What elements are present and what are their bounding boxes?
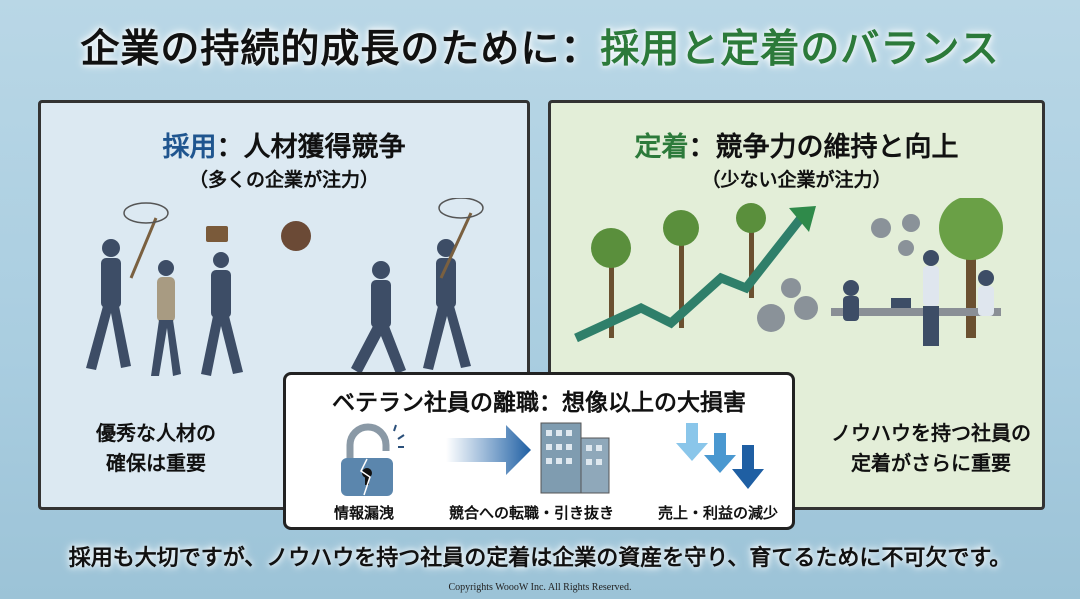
note-line: 確保は重要 — [106, 451, 206, 475]
butterfly-net-icon — [123, 198, 484, 279]
loss-item-label: 競合への転職・引き抜き — [449, 504, 615, 522]
title-part1: 企業の持続的成長のために： — [80, 27, 601, 72]
down-arrows-icon — [676, 423, 764, 489]
bottom-message: 採用も大切ですが、ノウハウを持つ社員の定着は企業の資産を守り、育てるために不可欠… — [68, 546, 1012, 571]
recruitment-heading-text: ：人材獲得競争 — [216, 132, 406, 163]
retention-subtitle: （少ない企業が注力） — [701, 169, 892, 191]
growth-arrow-icon — [574, 215, 805, 343]
note-line: ノウハウを持つ社員の — [831, 421, 1031, 445]
recruitment-subtitle: （多くの企業が注力） — [188, 169, 379, 191]
veteran-loss-box: ベテラン社員の離職：想像以上の大損害 情報漏洩 競合への転職・引き抜き 売上・利… — [283, 372, 795, 530]
big-tree-icon — [939, 198, 1003, 338]
loss-heading: ベテラン社員の離職：想像以上の大損害 — [332, 390, 746, 416]
tree-icon — [591, 203, 766, 338]
recruitment-heading: 採用：人材獲得競争 — [41, 125, 527, 164]
flying-person-icon — [281, 221, 311, 251]
growth-team-illustration — [574, 198, 1003, 346]
retention-panel: 定着：競争力の維持と向上 （少ない企業が注力） ノウハウを持つ社員の定着がさらに… — [548, 100, 1045, 510]
retention-note: ノウハウを持つ社員の定着がさらに重要 — [821, 418, 1041, 478]
title-part2: 採用と定着のバランス — [600, 27, 1000, 72]
person-icon — [151, 260, 181, 376]
recruitment-note: 優秀な人材の確保は重要 — [81, 418, 231, 478]
retention-heading: 定着：競争力の維持と向上 — [551, 125, 1042, 164]
retention-heading-text: ：競争力の維持と向上 — [688, 132, 959, 163]
person-icon — [86, 239, 131, 370]
note-line: 定着がさらに重要 — [851, 451, 1011, 475]
note-line: 優秀な人材の — [96, 421, 216, 445]
page-title: 企業の持続的成長のために：採用と定着のバランス — [0, 18, 1080, 74]
loss-item-label: 情報漏洩 — [334, 504, 395, 522]
retention-keyword: 定着 — [634, 132, 689, 163]
loss-item-label: 売上・利益の減少 — [658, 504, 779, 522]
recruitment-keyword: 採用 — [162, 132, 217, 163]
person-icon — [351, 261, 406, 374]
people-chasing-illustration — [86, 198, 484, 376]
gear-icon — [757, 214, 920, 332]
briefcase-icon — [206, 226, 228, 242]
person-icon — [423, 239, 471, 370]
person-icon — [201, 252, 243, 376]
broken-lock-icon — [341, 423, 405, 496]
team-meeting-icon — [831, 250, 1001, 346]
copyright: Copyrights WoooW Inc. All Rights Reserve… — [448, 582, 632, 593]
arrow-to-building-icon — [446, 422, 610, 494]
